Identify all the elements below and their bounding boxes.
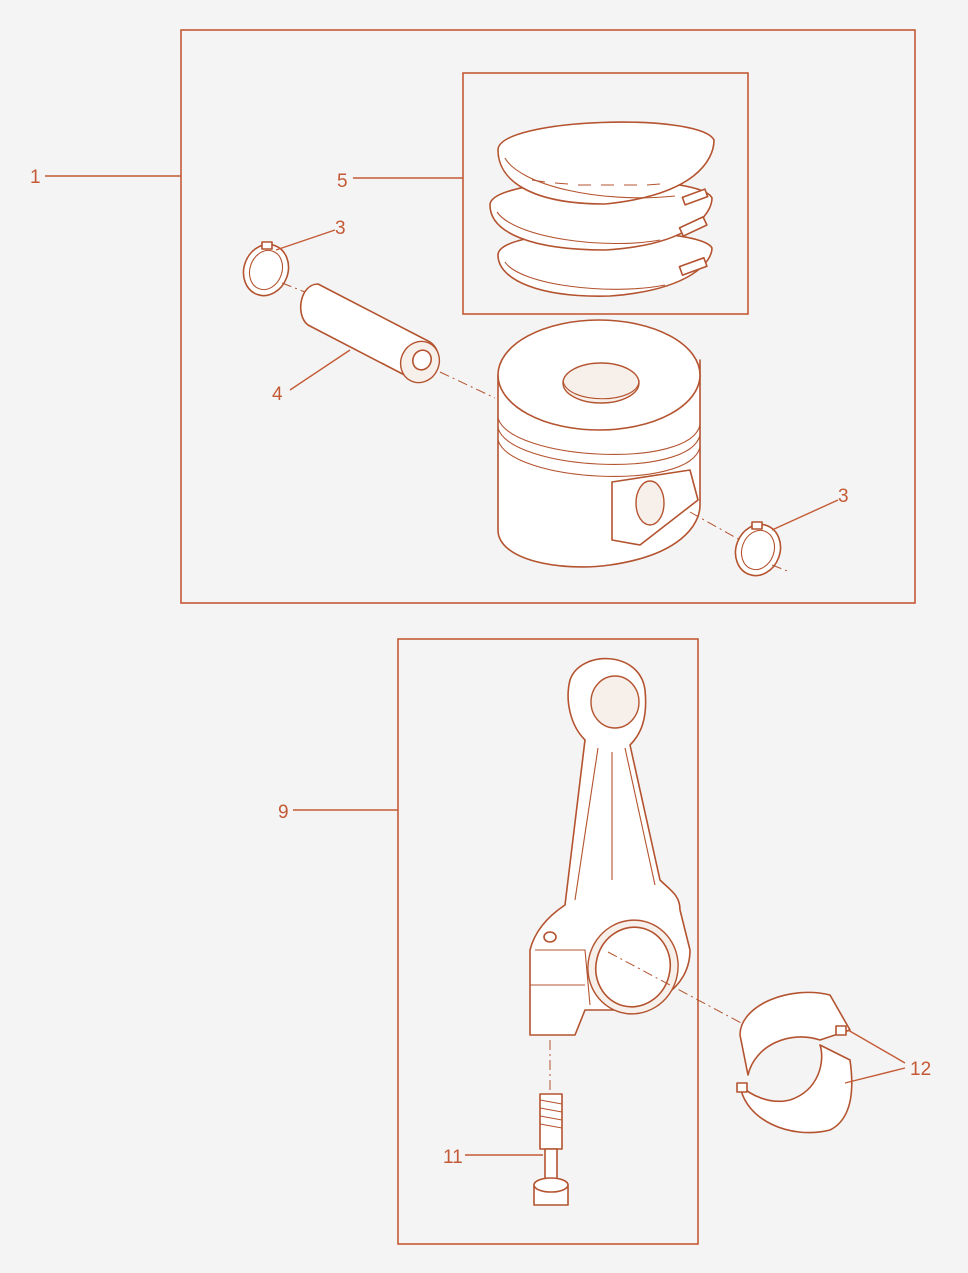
leader-lines (45, 175, 906, 1156)
rod-bolt (533, 1093, 569, 1206)
snap-ring-upper (242, 241, 290, 297)
piston-rings (489, 121, 715, 297)
callout-5: 5 (337, 171, 348, 192)
connecting-rod-frame (397, 638, 699, 1245)
bearing-shells (736, 991, 853, 1134)
callout-12: 12 (910, 1059, 931, 1080)
callout-1: 1 (30, 167, 41, 188)
connecting-rod (529, 657, 691, 1036)
piston-pin (300, 283, 441, 384)
snap-ring-lower (734, 521, 782, 577)
callout-11: 11 (443, 1147, 463, 1168)
piston (497, 319, 701, 568)
callout-4: 4 (272, 384, 283, 405)
callout-9: 9 (278, 802, 289, 823)
callout-3-upper: 3 (335, 218, 346, 239)
piston-rings-frame (462, 72, 749, 315)
piston-assembly-frame (180, 29, 916, 604)
callout-3-lower: 3 (838, 486, 849, 507)
